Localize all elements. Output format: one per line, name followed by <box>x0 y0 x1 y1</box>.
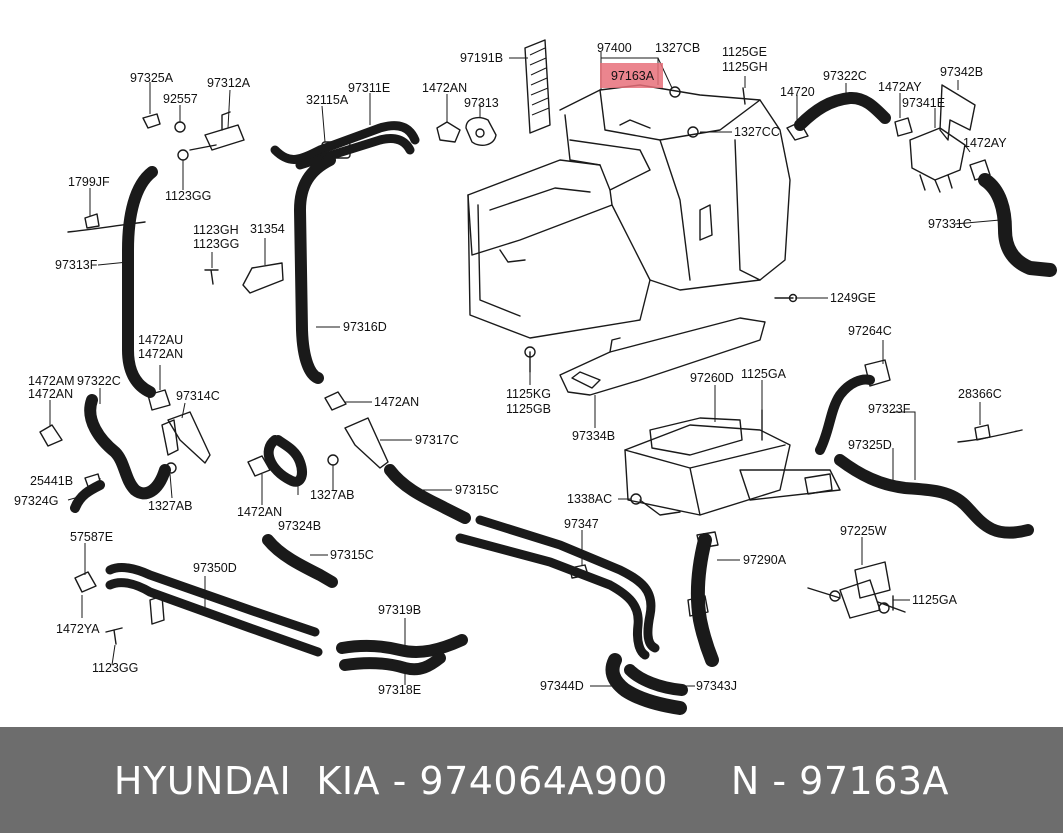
label-97400[interactable]: 97400 <box>597 41 632 55</box>
label-97331C[interactable]: 97331C <box>928 217 972 231</box>
part-number-footer: HYUNDAI KIA - 974064A900 N - 97163A <box>0 727 1063 833</box>
label-97315C[interactable]: 97315C <box>330 548 374 562</box>
label-97314C[interactable]: 97314C <box>176 389 220 403</box>
label-97325D[interactable]: 97325D <box>848 438 892 452</box>
label-97334B[interactable]: 97334B <box>572 429 615 443</box>
label-1125KG[interactable]: 1125KG <box>506 387 551 401</box>
footer-part-numbers: HYUNDAI KIA - 974064A900 N - 97163A <box>113 759 950 803</box>
hvac-housing-assembly <box>467 39 798 396</box>
label-1125GH[interactable]: 1125GH <box>722 60 768 74</box>
heater-pipe-group-top-left <box>270 116 497 384</box>
label-97343J[interactable]: 97343J <box>696 679 737 693</box>
hose-group-top-right <box>786 84 1057 277</box>
label-97312A[interactable]: 97312A <box>207 76 251 90</box>
label-97347[interactable]: 97347 <box>564 517 599 531</box>
label-32115A[interactable]: 32115A <box>306 93 349 107</box>
label-97319B[interactable]: 97319B <box>378 603 421 617</box>
label-1472AN[interactable]: 1472AN <box>28 387 73 401</box>
label-97315C[interactable]: 97315C <box>455 483 499 497</box>
label-1123GG[interactable]: 1123GG <box>92 661 138 675</box>
label-1338AC[interactable]: 1338AC <box>567 492 612 506</box>
hose-97323F <box>834 424 1034 539</box>
label-97191B[interactable]: 97191B <box>460 51 503 65</box>
label-97316D[interactable]: 97316D <box>343 320 387 334</box>
hoses-97319B-97318E <box>336 634 468 676</box>
highlighted-part-box <box>600 63 663 88</box>
label-97225W[interactable]: 97225W <box>840 524 887 538</box>
label-1472AN[interactable]: 1472AN <box>138 347 183 361</box>
hose-group-left <box>39 111 284 513</box>
label-97163A[interactable]: 97163A <box>611 69 655 83</box>
label-57587E[interactable]: 57587E <box>70 530 113 544</box>
hose-group-middle <box>247 391 471 588</box>
label-97260D[interactable]: 97260D <box>690 371 734 385</box>
label-97318E[interactable]: 97318E <box>378 683 421 697</box>
label-1472AU[interactable]: 1472AU <box>138 333 183 347</box>
label-1472YA[interactable]: 1472YA <box>56 622 100 636</box>
hoses-97344D-97343J <box>605 653 688 715</box>
label-14720[interactable]: 14720 <box>780 85 815 99</box>
label-97313[interactable]: 97313 <box>464 96 499 110</box>
label-1327AB[interactable]: 1327AB <box>148 499 192 513</box>
label-97290A[interactable]: 97290A <box>743 553 787 567</box>
label-97311E[interactable]: 97311E <box>348 81 390 95</box>
label-1472AM[interactable]: 1472AM <box>28 374 75 388</box>
label-31354[interactable]: 31354 <box>250 222 285 236</box>
label-25441B[interactable]: 25441B <box>30 474 73 488</box>
label-1125GB[interactable]: 1125GB <box>506 402 551 416</box>
label-1125GA[interactable]: 1125GA <box>912 593 958 607</box>
pipe-97347 <box>455 515 660 660</box>
label-97341E[interactable]: 97341E <box>902 96 945 110</box>
label-1327CC[interactable]: 1327CC <box>734 125 780 139</box>
label-92557[interactable]: 92557 <box>163 92 198 106</box>
exploded-parts-diagram: 97325A 92557 97312A 1123GG 1799JF 97313F… <box>14 39 1057 715</box>
label-97323F[interactable]: 97323F <box>868 402 911 416</box>
valve-97225W <box>807 561 906 619</box>
label-1249GE[interactable]: 1249GE <box>830 291 876 305</box>
label-1125GA[interactable]: 1125GA <box>741 367 787 381</box>
label-1472AY[interactable]: 1472AY <box>878 80 922 94</box>
label-1327CB[interactable]: 1327CB <box>655 41 700 55</box>
label-1799JF[interactable]: 1799JF <box>68 175 110 189</box>
label-1125GE[interactable]: 1125GE <box>722 45 767 59</box>
label-97344D[interactable]: 97344D <box>540 679 584 693</box>
label-97264C[interactable]: 97264C <box>848 324 892 338</box>
label-97322C[interactable]: 97322C <box>77 374 121 388</box>
label-1123GG[interactable]: 1123GG <box>193 237 239 251</box>
label-1472AN[interactable]: 1472AN <box>422 81 467 95</box>
label-97342B[interactable]: 97342B <box>940 65 983 79</box>
label-1123GH[interactable]: 1123GH <box>193 223 239 237</box>
label-1327AB[interactable]: 1327AB <box>310 488 354 502</box>
label-1472AY[interactable]: 1472AY <box>963 136 1007 150</box>
label-28366C[interactable]: 28366C <box>958 387 1002 401</box>
heater-unit-97260D <box>624 359 891 667</box>
label-97313F[interactable]: 97313F <box>55 258 98 272</box>
label-97324B[interactable]: 97324B <box>278 519 321 533</box>
label-1472AN[interactable]: 1472AN <box>237 505 282 519</box>
label-1472AN[interactable]: 1472AN <box>374 395 419 409</box>
label-97350D[interactable]: 97350D <box>193 561 237 575</box>
part-labels: 97325A 92557 97312A 1123GG 1799JF 97313F… <box>14 41 1007 697</box>
pipe-97350D <box>74 563 323 657</box>
label-97322C[interactable]: 97322C <box>823 69 867 83</box>
label-97325A[interactable]: 97325A <box>130 71 174 85</box>
label-97324G[interactable]: 97324G <box>14 494 58 508</box>
label-97317C[interactable]: 97317C <box>415 433 459 447</box>
label-1123GG[interactable]: 1123GG <box>165 189 211 203</box>
